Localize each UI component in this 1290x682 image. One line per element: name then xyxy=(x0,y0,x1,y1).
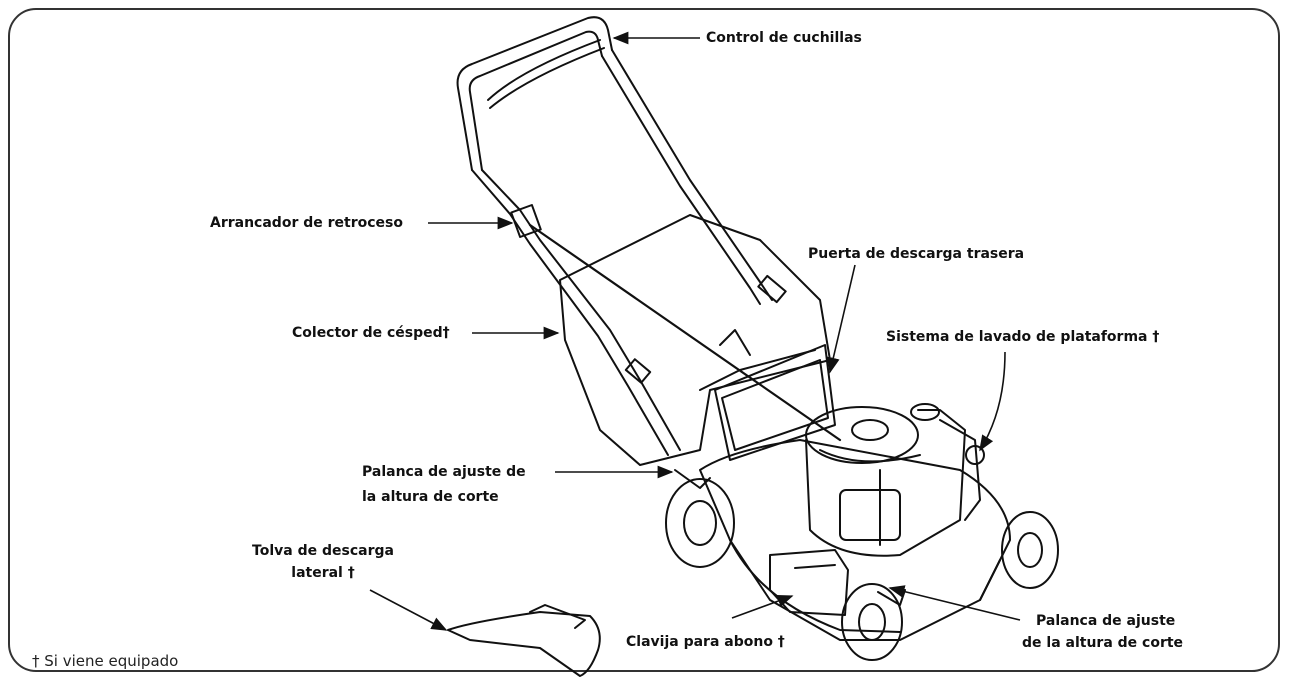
fuel-cap xyxy=(910,403,940,421)
blade-control-bar xyxy=(487,39,601,101)
arrow-height-lever-right xyxy=(888,585,1021,621)
label-height-lever-right-line1: Palanca de ajuste xyxy=(1036,613,1176,629)
label-side-chute-line2: lateral † xyxy=(291,565,355,581)
handle-left-rail xyxy=(481,169,681,451)
handle-knob-left xyxy=(624,358,652,384)
arrow-side-chute xyxy=(369,589,448,631)
mulch-plug xyxy=(769,549,849,616)
wheel-front-right xyxy=(1001,511,1059,589)
label-blade-control: Control de cuchillas xyxy=(706,30,862,46)
starter-rope xyxy=(528,223,842,442)
handle-knob-right xyxy=(757,274,787,304)
arrow-rear-door xyxy=(827,264,856,374)
handle-upper-inner xyxy=(468,30,603,171)
handle-upper xyxy=(456,16,613,171)
label-height-lever-right-line2: de la altura de corte xyxy=(1022,635,1184,651)
height-lever-rear xyxy=(674,469,711,489)
label-mulch-plug: Clavija para abono † xyxy=(626,634,785,650)
wheel-rear-left xyxy=(665,478,735,568)
label-grass-bag: Colector de césped† xyxy=(292,325,450,341)
air-filter xyxy=(839,489,901,541)
footnote: † Si viene equipado xyxy=(32,652,179,670)
label-height-lever-left-line2: la altura de corte xyxy=(362,489,499,505)
label-rear-door: Puerta de descarga trasera xyxy=(808,246,1025,262)
label-height-lever-left-line1: Palanca de ajuste de xyxy=(362,464,526,480)
side-discharge-chute xyxy=(447,611,601,677)
diagram-frame xyxy=(8,8,1280,672)
label-recoil-starter: Arrancador de retroceso xyxy=(210,215,403,231)
label-deck-wash: Sistema de lavado de plataforma † xyxy=(886,329,1160,345)
grass-bag xyxy=(559,214,831,466)
handle-right-rail xyxy=(611,49,773,301)
arrow-mulch-plug xyxy=(731,594,794,619)
engine-body xyxy=(805,409,966,557)
rear-door xyxy=(714,344,836,461)
wheel-front-left xyxy=(841,583,903,661)
engine-top xyxy=(805,406,919,464)
recoil-starter-grip xyxy=(510,204,542,238)
arrow-deck-wash xyxy=(979,351,1006,452)
label-side-chute-line1: Tolva de descarga xyxy=(252,543,394,559)
deck-wash-fitting xyxy=(965,445,985,465)
